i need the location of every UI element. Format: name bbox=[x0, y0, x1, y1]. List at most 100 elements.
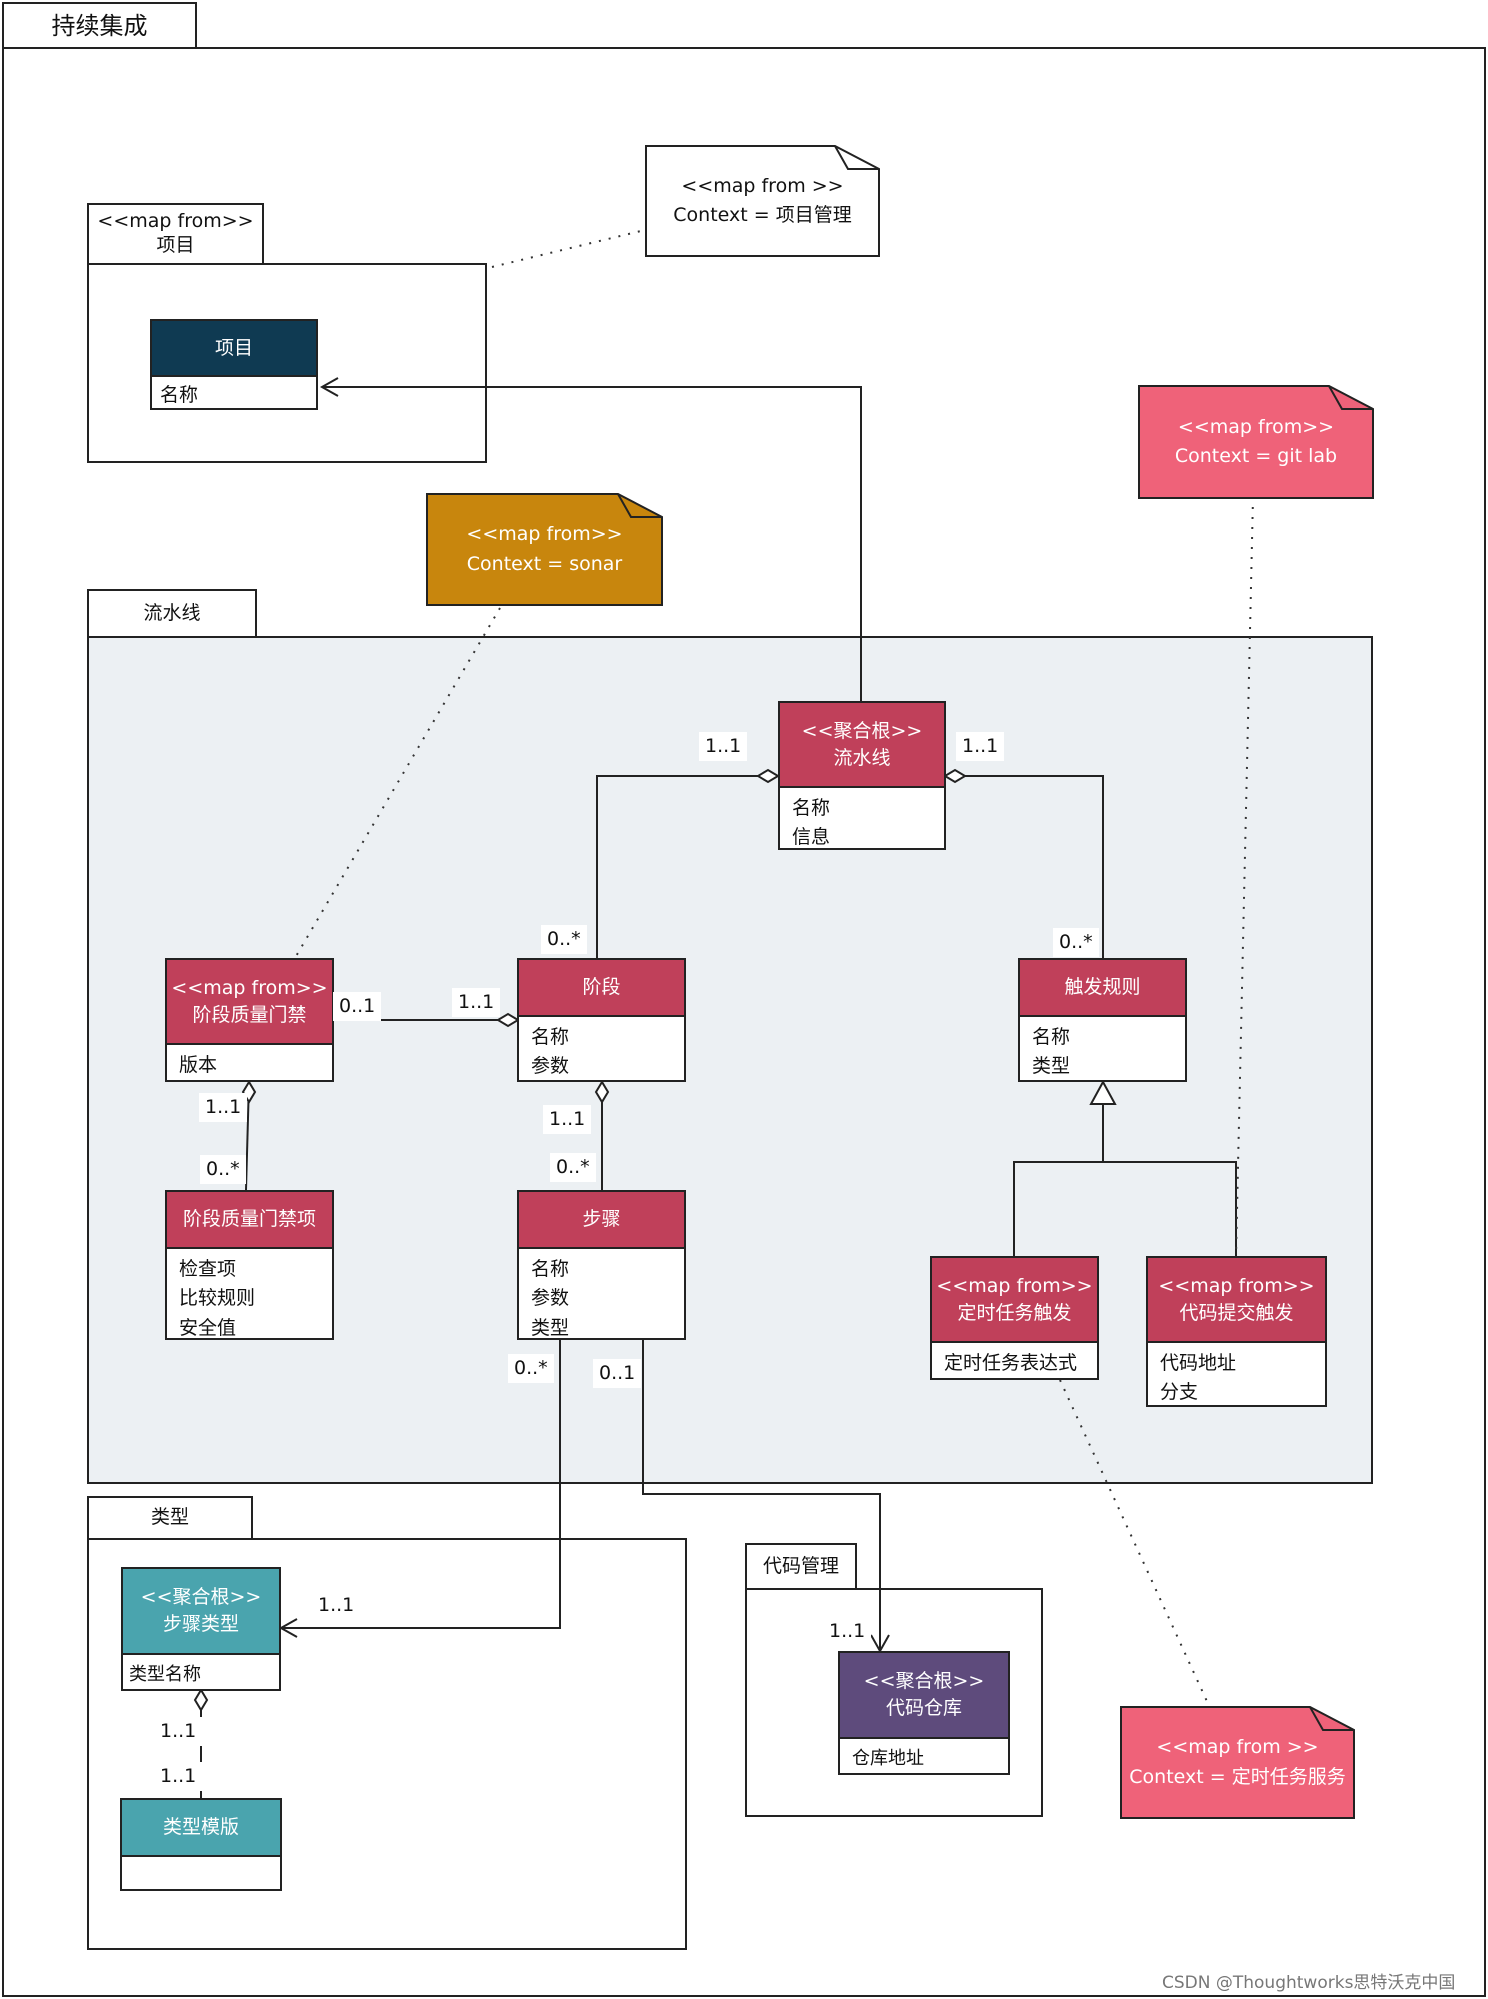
multiplicity-label: 0..* bbox=[541, 925, 587, 954]
class-code-repo-attrs: 仓库地址 bbox=[840, 1739, 1008, 1779]
class-code-repo-header: <<聚合根>> 代码仓库 bbox=[840, 1653, 1008, 1739]
multiplicity-label: 1..1 bbox=[154, 1717, 203, 1746]
class-code-repo-title: 代码仓库 bbox=[885, 1697, 962, 1719]
multiplicity-label: 1..1 bbox=[956, 732, 1005, 761]
class-timer-trigger-title: 定时任务触发 bbox=[957, 1301, 1072, 1324]
multiplicity-label: 1..1 bbox=[199, 1093, 248, 1122]
package-code-tab: 代码管理 bbox=[745, 1543, 857, 1590]
class-attribute: 名称 bbox=[531, 1026, 570, 1048]
package-project-frame bbox=[87, 263, 487, 463]
class-gate-item-header: 阶段质量门禁项 bbox=[167, 1192, 332, 1249]
class-stage-gate-stereotype: <<map from>> bbox=[171, 976, 328, 999]
class-stage-gate-attrs: 版本 bbox=[167, 1045, 332, 1086]
class-attribute: 检查项 bbox=[179, 1258, 237, 1280]
multiplicity-label: 1..1 bbox=[823, 1617, 872, 1646]
multiplicity-label: 0..1 bbox=[593, 1359, 642, 1388]
outer-frame bbox=[2, 47, 1486, 1997]
note-sonar-line2: Context = sonar bbox=[466, 552, 623, 575]
note-timer-line2: Context = 定时任务服务 bbox=[1129, 1765, 1346, 1788]
class-gate-item: 阶段质量门禁项 检查项 比较规则 安全值 bbox=[165, 1190, 334, 1340]
package-code-name: 代码管理 bbox=[762, 1554, 839, 1577]
class-stage: 阶段 名称 参数 bbox=[517, 958, 686, 1082]
class-trigger-rule: 触发规则 名称 类型 bbox=[1018, 958, 1187, 1082]
class-stage-gate-title: 阶段质量门禁 bbox=[192, 1003, 307, 1026]
class-step-type-header: <<聚合根>> 步骤类型 bbox=[123, 1569, 279, 1655]
class-step-header: 步骤 bbox=[519, 1192, 684, 1249]
class-gate-item-attrs: 检查项 比较规则 安全值 bbox=[167, 1249, 332, 1349]
class-stage-gate-header: <<map from>> 阶段质量门禁 bbox=[167, 960, 332, 1045]
multiplicity-label: 0..* bbox=[550, 1153, 596, 1182]
class-timer-trigger-attrs: 定时任务表达式 bbox=[932, 1343, 1097, 1384]
class-step-type-title: 步骤类型 bbox=[162, 1613, 239, 1635]
note-shape bbox=[1138, 385, 1374, 499]
class-gate-item-title: 阶段质量门禁项 bbox=[182, 1208, 316, 1231]
class-stage-header: 阶段 bbox=[519, 960, 684, 1017]
class-attribute: 参数 bbox=[531, 1055, 570, 1078]
class-attribute: 仓库地址 bbox=[852, 1748, 924, 1769]
class-type-template: 类型模版 bbox=[120, 1798, 282, 1891]
class-type-template-header: 类型模版 bbox=[122, 1800, 280, 1857]
class-pipeline-title: 流水线 bbox=[833, 746, 891, 769]
class-step-type: <<聚合根>> 步骤类型 类型名称 bbox=[121, 1567, 281, 1691]
class-trigger-rule-attrs: 名称 类型 bbox=[1020, 1017, 1185, 1088]
class-attribute: 名称 bbox=[1032, 1026, 1071, 1048]
class-attribute: 版本 bbox=[179, 1054, 218, 1076]
class-commit-trigger-attrs: 代码地址 分支 bbox=[1148, 1343, 1325, 1414]
class-commit-trigger-title: 代码提交触发 bbox=[1179, 1301, 1294, 1324]
multiplicity-label: 0..* bbox=[200, 1155, 246, 1184]
package-type-tab: 类型 bbox=[87, 1496, 253, 1540]
class-project: 项目 名称 bbox=[150, 319, 318, 410]
class-attribute: 比较规则 bbox=[179, 1287, 256, 1310]
class-trigger-rule-header: 触发规则 bbox=[1020, 960, 1185, 1017]
class-pipeline-attrs: 名称 信息 bbox=[780, 788, 944, 859]
diagram-title: 持续集成 bbox=[51, 11, 148, 40]
note-shape bbox=[1120, 1706, 1355, 1819]
package-project-name: 项目 bbox=[156, 234, 195, 256]
multiplicity-label: 0..* bbox=[508, 1354, 554, 1383]
note-project-context: <<map from >> Context = 项目管理 bbox=[645, 145, 880, 257]
class-commit-trigger-header: <<map from>> 代码提交触发 bbox=[1148, 1258, 1325, 1343]
class-step-type-attrs: 类型名称 bbox=[123, 1655, 279, 1695]
class-timer-trigger: <<map from>> 定时任务触发 定时任务表达式 bbox=[930, 1256, 1099, 1380]
class-project-attrs: 名称 bbox=[152, 377, 316, 414]
class-attribute: 代码地址 bbox=[1160, 1352, 1237, 1374]
multiplicity-label: 0..1 bbox=[333, 992, 382, 1021]
class-stage-title: 阶段 bbox=[582, 976, 621, 999]
class-attribute: 安全值 bbox=[179, 1316, 237, 1339]
class-type-template-title: 类型模版 bbox=[162, 1816, 239, 1839]
note-sonar: <<map from>> Context = sonar bbox=[426, 493, 663, 606]
note-sonar-line1: <<map from>> bbox=[466, 523, 623, 546]
class-code-repo: <<聚合根>> 代码仓库 仓库地址 bbox=[838, 1651, 1010, 1775]
note-gitlab-line2: Context = git lab bbox=[1174, 445, 1338, 467]
class-project-header: 项目 bbox=[152, 321, 316, 377]
class-step-type-stereotype: <<聚合根>> bbox=[140, 1586, 262, 1609]
multiplicity-label: 1..1 bbox=[699, 732, 748, 761]
class-step: 步骤 名称 参数 类型 bbox=[517, 1190, 686, 1340]
multiplicity-label: 1..1 bbox=[452, 988, 501, 1017]
class-attribute: 定时任务表达式 bbox=[944, 1352, 1078, 1374]
package-project-stereotype: <<map from>> bbox=[97, 210, 254, 233]
multiplicity-label: 0..* bbox=[1053, 928, 1099, 957]
class-commit-trigger: <<map from>> 代码提交触发 代码地址 分支 bbox=[1146, 1256, 1327, 1407]
class-pipeline-header: <<聚合根>> 流水线 bbox=[780, 703, 944, 788]
note-project-line2: Context = 项目管理 bbox=[673, 204, 852, 226]
diagram-title-tab: 持续集成 bbox=[2, 2, 197, 49]
class-pipeline-stereotype: <<聚合根>> bbox=[801, 719, 923, 742]
package-pipeline-name: 流水线 bbox=[143, 601, 201, 624]
note-timer-line1: <<map from >> bbox=[1156, 1736, 1319, 1759]
package-code-frame bbox=[745, 1588, 1043, 1817]
note-gitlab: <<map from>> Context = git lab bbox=[1138, 385, 1374, 499]
note-timer-service: <<map from >> Context = 定时任务服务 bbox=[1120, 1706, 1355, 1819]
class-timer-trigger-header: <<map from>> 定时任务触发 bbox=[932, 1258, 1097, 1343]
class-attribute: 名称 bbox=[531, 1258, 570, 1280]
class-code-repo-stereotype: <<聚合根>> bbox=[863, 1670, 985, 1693]
class-trigger-rule-title: 触发规则 bbox=[1064, 976, 1141, 999]
class-attribute: 类型 bbox=[1032, 1055, 1071, 1078]
watermark: CSDN @Thoughtworks思特沃克中国 bbox=[1162, 1973, 1456, 1993]
multiplicity-label: 1..1 bbox=[312, 1591, 361, 1620]
class-stage-gate: <<map from>> 阶段质量门禁 版本 bbox=[165, 958, 334, 1082]
class-timer-trigger-stereotype: <<map from>> bbox=[936, 1274, 1093, 1297]
package-project-tab: <<map from>> 项目 bbox=[87, 203, 264, 265]
note-project-line1: <<map from >> bbox=[681, 174, 844, 197]
package-pipeline-tab: 流水线 bbox=[87, 589, 257, 638]
